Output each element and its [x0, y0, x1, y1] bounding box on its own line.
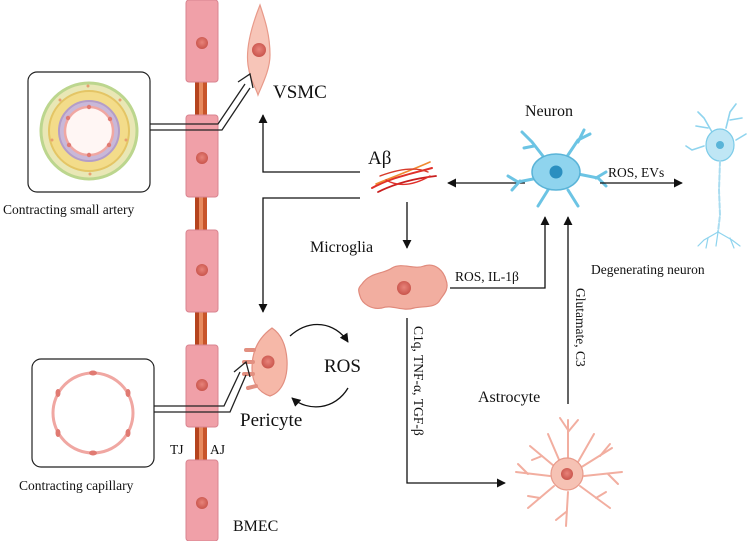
ros-label: ROS: [324, 356, 361, 377]
microglia-cell: [358, 264, 448, 310]
tj-label: TJ: [170, 442, 184, 457]
endothelial-cell: [185, 0, 219, 83]
aj-label: AJ: [210, 442, 225, 457]
astrocyte-label: Astrocyte: [478, 389, 540, 406]
artery-to-vsmc-arrow: [150, 72, 254, 131]
pericyte-cell: [242, 327, 288, 397]
degenerating-neuron-cell: [685, 103, 747, 249]
microglia-to-neuron-arrow: [450, 216, 550, 289]
capillary-to-pericyte-arrow: [154, 360, 251, 413]
ros-cycle: [289, 323, 349, 408]
abeta-to-pericyte-arrow: [258, 197, 360, 313]
amyloid-beta-fibrils: [371, 161, 437, 193]
ros-il1b-label: ROS, IL-1β: [455, 269, 519, 284]
capillary-inset: Contracting capillary: [19, 358, 155, 493]
microglia-to-astrocyte-arrow: [406, 318, 506, 488]
vsmc-cell: [246, 3, 271, 97]
ros-evs-label: ROS, EVs: [608, 165, 664, 180]
endothelial-cell: [185, 229, 219, 313]
glutamate-c3-label: Glutamate, C3: [573, 288, 588, 367]
degenerating-neuron-label: Degenerating neuron: [591, 262, 705, 277]
vsmc-label: VSMC: [273, 82, 327, 103]
neuron-label: Neuron: [525, 103, 573, 120]
endothelial-cell: [185, 459, 219, 541]
abeta-label: Aβ: [368, 148, 391, 169]
microglia-label: Microglia: [310, 239, 373, 256]
pericyte-label: Pericyte: [240, 410, 302, 431]
endothelial-cell: [185, 344, 219, 428]
neuron-cell: [506, 128, 608, 208]
bmec-label: BMEC: [233, 518, 278, 535]
small-artery-inset: Contracting small artery: [3, 71, 151, 217]
astrocyte-cell: [515, 417, 623, 527]
contracting-capillary-label: Contracting capillary: [19, 478, 134, 493]
abeta-to-vsmc-arrow: [258, 114, 360, 173]
c1q-tnf-tgf-label: C1q, TNF-α, TGF-β: [411, 326, 426, 436]
vessel-wall: TJ AJ BMEC: [170, 0, 278, 541]
endothelial-cell: [185, 114, 219, 198]
contracting-small-artery-label: Contracting small artery: [3, 202, 134, 217]
